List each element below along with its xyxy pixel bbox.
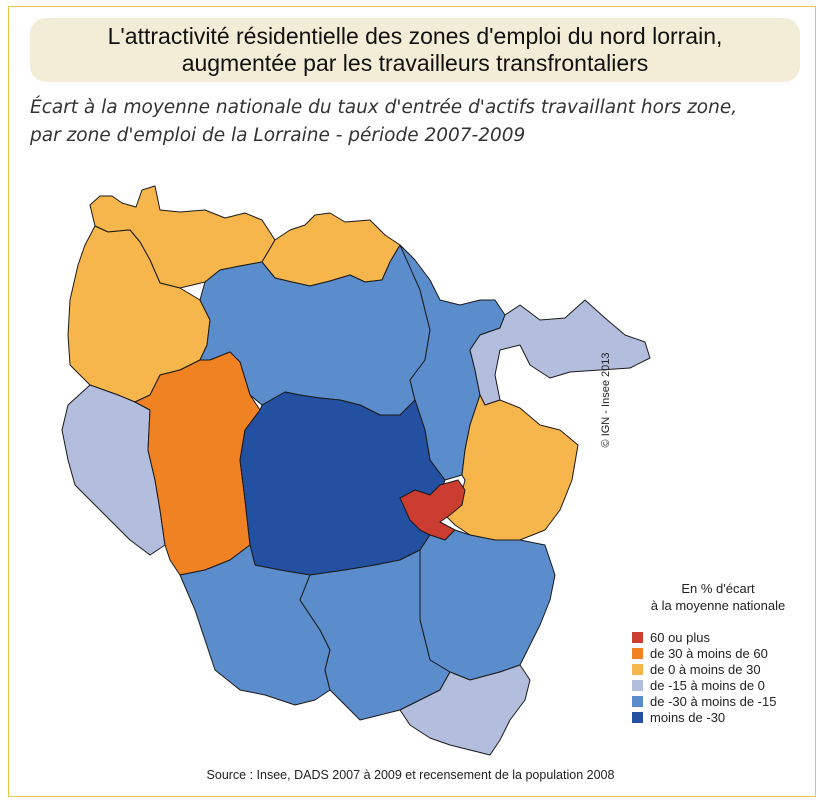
title-line-1: L'attractivité résidentielle des zones d… — [107, 23, 723, 49]
legend-swatch — [632, 679, 643, 691]
legend-label: de 0 à moins de 30 — [650, 661, 761, 677]
legend-swatch — [632, 647, 643, 659]
legend-swatch — [632, 695, 643, 707]
subtitle-line-2: par zone d'emploi de la Lorraine - pério… — [30, 125, 526, 146]
legend-title-line-2: à la moyenne nationale — [650, 598, 786, 613]
title-line-2: augmentée par les travailleurs transfron… — [181, 50, 649, 76]
zone-thionville — [261, 212, 401, 287]
zone-nancy — [239, 391, 446, 576]
legend-swatch — [632, 711, 643, 723]
zone-luneville — [399, 479, 466, 541]
legend-swatch — [632, 631, 643, 643]
source-note: Source : Insee, DADS 2007 à 2009 et rece… — [206, 768, 615, 782]
legend-label: de -15 à moins de 0 — [650, 677, 765, 693]
legend-item: 60 ou plus — [632, 629, 776, 645]
subtitle-line-1: Écart à la moyenne nationale du taux d'e… — [30, 97, 738, 118]
legend-label: de -30 à moins de -15 — [650, 693, 777, 709]
legend-item: de -30 à moins de -15 — [632, 693, 776, 709]
zone-saint-die — [419, 529, 556, 681]
legend-label: 60 ou plus — [650, 629, 710, 645]
legend-item: de -15 à moins de 0 — [632, 677, 776, 693]
legend-item: de 0 à moins de 30 — [632, 661, 776, 677]
legend: 60 ou plus de 30 à moins de 60 de 0 à mo… — [632, 629, 776, 725]
copyright-text: © IGN - Insee 2013 — [600, 352, 612, 448]
legend-label: moins de -30 — [650, 709, 726, 725]
legend-item: de 30 à moins de 60 — [632, 645, 776, 661]
zone-remiremont — [399, 664, 531, 756]
legend-title: En % d'écart à la moyenne nationale — [620, 580, 816, 614]
legend-swatch — [632, 663, 643, 675]
subtitle: Écart à la moyenne nationale du taux d'e… — [30, 94, 820, 150]
title-box: L'attractivité résidentielle des zones d… — [30, 18, 800, 82]
legend-title-line-1: En % d'écart — [681, 581, 755, 596]
legend-label: de 30 à moins de 60 — [650, 645, 768, 661]
legend-item: moins de -30 — [632, 709, 776, 725]
